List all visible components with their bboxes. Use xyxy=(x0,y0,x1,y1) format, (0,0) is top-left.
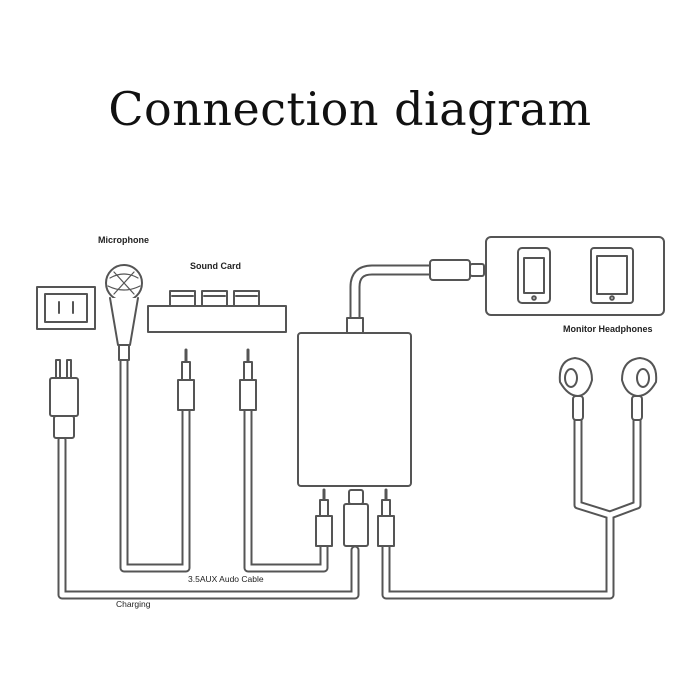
jack-plug-left xyxy=(177,348,195,411)
device-panel xyxy=(485,236,665,316)
sound-card xyxy=(147,290,287,333)
tablet-icon xyxy=(590,247,634,304)
earbud-left xyxy=(558,357,593,421)
headphone-plug xyxy=(377,488,395,547)
wall-plug xyxy=(49,359,79,439)
phone-icon xyxy=(517,247,551,304)
microphone xyxy=(105,264,143,361)
label-charging: Charging xyxy=(116,599,151,609)
cables xyxy=(57,264,642,600)
headphone-cable xyxy=(381,415,642,600)
label-aux-cable: 3.5AUX Audo Cable xyxy=(188,574,264,584)
label-microphone: Microphone xyxy=(98,235,149,245)
adapter-box xyxy=(297,317,412,487)
wall-socket xyxy=(36,286,96,330)
lightning-connector xyxy=(429,259,485,281)
earbud-right xyxy=(621,357,658,421)
lightning-plug xyxy=(343,489,369,547)
label-sound-card: Sound Card xyxy=(190,261,241,271)
lightning-cable xyxy=(349,264,436,324)
jack-plug-right xyxy=(239,348,257,411)
aux-plug xyxy=(315,488,333,547)
label-monitor-headphones: Monitor Headphones xyxy=(563,324,653,334)
microphone-cable xyxy=(119,355,191,573)
diagram-title: Connection diagram xyxy=(108,82,592,136)
